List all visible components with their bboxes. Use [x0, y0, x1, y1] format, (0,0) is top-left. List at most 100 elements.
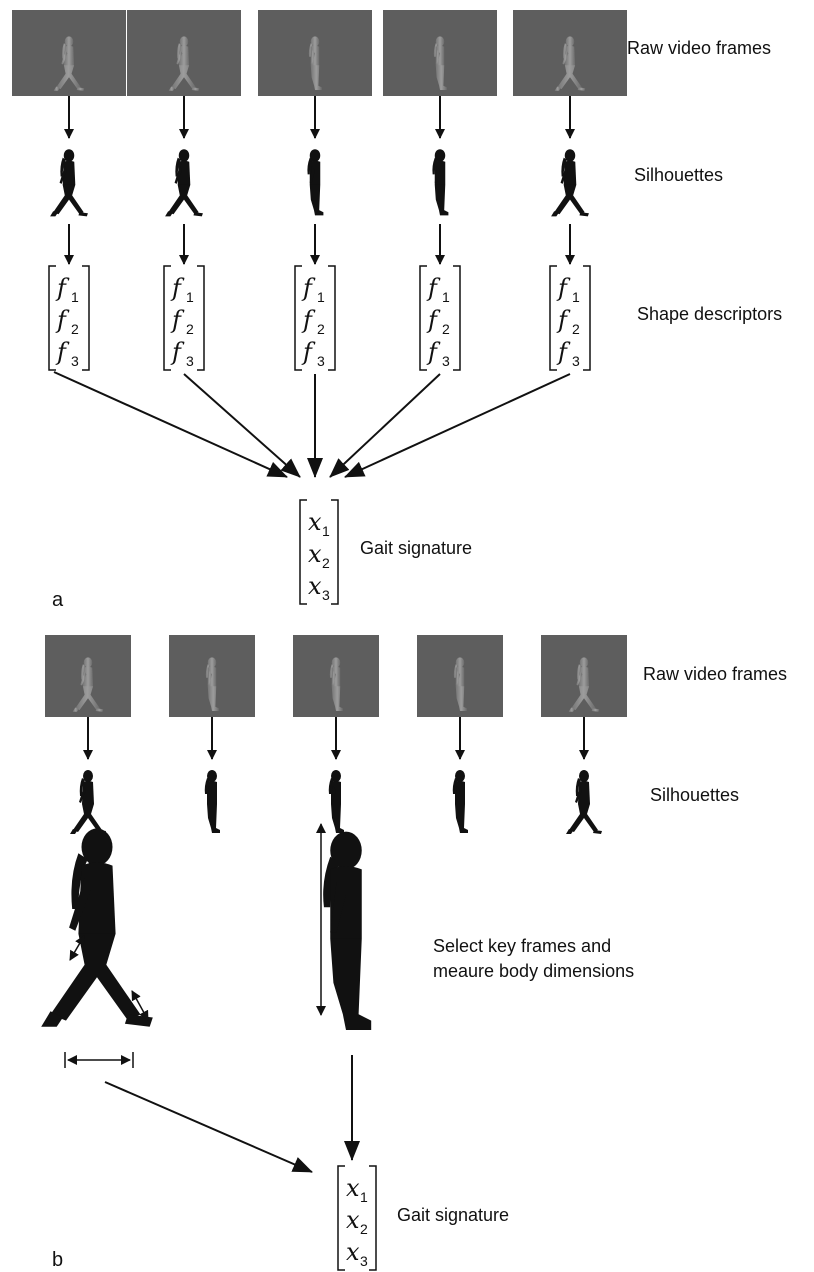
- vector-index-3: 3: [442, 353, 450, 369]
- silhouettes-label-b: Silhouettes: [650, 785, 740, 805]
- left-bracket: [163, 265, 171, 371]
- vector-element-1: f: [170, 274, 185, 302]
- right-bracket: [197, 265, 205, 371]
- raw-frame-b-3: [293, 635, 379, 717]
- right-bracket: [328, 265, 336, 371]
- right-bracket: [583, 265, 591, 371]
- panel-letter-b: b: [52, 1249, 64, 1271]
- vector-element-2: f: [170, 306, 185, 334]
- vector-index-1: 1: [442, 289, 450, 305]
- vector-element-1: f: [556, 274, 571, 302]
- key-frames-label-line2: meaure body dimensions: [433, 961, 635, 981]
- silhouette-a-3: [307, 149, 324, 216]
- gait-signature-label-b: Gait signature: [397, 1205, 510, 1225]
- raw-frame-a-2: [127, 10, 241, 96]
- vector-element-1: f: [426, 274, 441, 302]
- key-frames-label-line1: Select key frames and: [433, 936, 612, 956]
- panel-letter-a: a: [52, 589, 64, 611]
- raw-frame-b-2: [169, 635, 255, 717]
- vector-element-1: f: [301, 274, 316, 302]
- arrow-descriptor-to-signature-a-4: [329, 373, 441, 478]
- vector-index-3: 3: [322, 587, 330, 603]
- vector-index-2: 2: [360, 1221, 368, 1237]
- arrow-descriptor-to-signature-a-2: [183, 373, 301, 478]
- vector-element-3: f: [170, 338, 185, 366]
- raw-frame-b-5: [541, 635, 627, 717]
- arrow-descriptor-to-signature-a-1: [53, 371, 288, 478]
- raw-frame-a-3: [258, 10, 372, 96]
- vector-element-2: f: [556, 306, 571, 334]
- vector-index-1: 1: [186, 289, 194, 305]
- vector-index-2: 2: [442, 321, 450, 337]
- vector-index-1: 1: [360, 1189, 368, 1205]
- left-bracket: [549, 265, 557, 371]
- key-frame-upright-silhouette: [323, 831, 372, 1031]
- left-bracket: [299, 499, 307, 605]
- vector-element-3: f: [556, 338, 571, 366]
- vector-index-3: 3: [186, 353, 194, 369]
- vector-index-2: 2: [71, 321, 79, 337]
- vector-index-2: 2: [572, 321, 580, 337]
- vector-index-3: 3: [572, 353, 580, 369]
- left-bracket: [337, 1165, 345, 1271]
- vector-index-3: 3: [360, 1253, 368, 1269]
- leg-length-dimension: [131, 990, 149, 1021]
- vector-index-2: 2: [322, 555, 330, 571]
- vector-element-1: f: [55, 274, 70, 302]
- raw-frame-b-4: [417, 635, 503, 717]
- left-bracket: [419, 265, 427, 371]
- gait-signature-label-a: Gait signature: [360, 538, 473, 558]
- vector-index-1: 1: [317, 289, 325, 305]
- silhouette-a-2: [165, 149, 203, 217]
- vector-element-3: x: [308, 572, 322, 600]
- vector-element-2: f: [55, 306, 70, 334]
- left-bracket: [294, 265, 302, 371]
- vector-element-3: f: [301, 338, 316, 366]
- vector-element-2: f: [301, 306, 316, 334]
- vector-index-1: 1: [71, 289, 79, 305]
- left-bracket: [48, 265, 56, 371]
- arrow-descriptor-to-signature-a-5: [344, 373, 571, 478]
- raw-frames-label-b: Raw video frames: [643, 664, 788, 684]
- silhouette-b-1: [70, 770, 106, 834]
- silhouette-b-4: [452, 770, 468, 833]
- shape-descriptors-label-a: Shape descriptors: [637, 304, 783, 324]
- vector-index-2: 2: [186, 321, 194, 337]
- vector-index-1: 1: [572, 289, 580, 305]
- vector-index-1: 1: [322, 523, 330, 539]
- vector-index-3: 3: [317, 353, 325, 369]
- vector-element-3: x: [346, 1238, 360, 1266]
- right-bracket: [369, 1165, 377, 1271]
- right-bracket: [82, 265, 90, 371]
- vector-element-3: f: [55, 338, 70, 366]
- right-bracket: [331, 499, 339, 605]
- silhouette-a-4: [432, 149, 449, 216]
- raw-frames-label-a: Raw video frames: [627, 38, 772, 58]
- silhouette-a-5: [551, 149, 589, 217]
- right-bracket: [453, 265, 461, 371]
- vector-index-2: 2: [317, 321, 325, 337]
- raw-frame-b-1: [45, 635, 131, 717]
- raw-frame-a-4: [383, 10, 497, 96]
- vector-element-1: x: [346, 1174, 360, 1202]
- silhouettes-label-a: Silhouettes: [634, 165, 724, 185]
- silhouette-b-5: [566, 770, 602, 834]
- arm-length-dimension: [69, 935, 85, 961]
- vector-index-3: 3: [71, 353, 79, 369]
- silhouette-a-1: [50, 149, 88, 217]
- vector-element-3: f: [426, 338, 441, 366]
- vector-element-2: f: [426, 306, 441, 334]
- silhouette-b-2: [204, 770, 220, 833]
- raw-frame-a-5: [513, 10, 627, 96]
- silhouette-b-3: [328, 770, 344, 833]
